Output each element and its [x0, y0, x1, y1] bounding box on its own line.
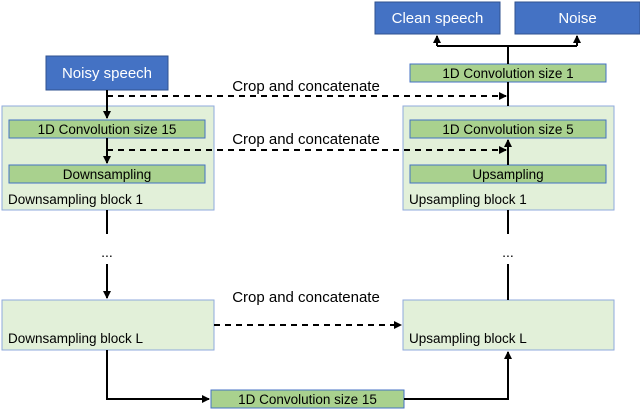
downsampling-label: Downsampling	[63, 167, 152, 182]
decoder-conv-label: 1D Convolution size 5	[442, 122, 573, 137]
skip-label-top: Crop and concatenate	[232, 78, 380, 95]
downsampling-box	[8, 164, 206, 184]
clean-speech-label: Clean speech	[392, 10, 484, 27]
upsampling-block-1-label: Upsampling block 1	[409, 192, 527, 207]
encoder-to-bottleneck-arrow	[106, 350, 210, 403]
downsampling-block-L	[1, 299, 215, 351]
skip-label-bottom: Crop and concatenate	[232, 289, 380, 306]
noise-label: Noise	[558, 10, 596, 27]
bottleneck-conv-label: 1D Convolution size 15	[238, 392, 377, 407]
decoder-conv-box	[409, 119, 607, 139]
clean-speech-box	[374, 1, 501, 35]
downsampling-block-L-label: Downsampling block L	[8, 331, 144, 346]
bottleneck-to-decoder-arrow	[404, 351, 512, 400]
upsampling-block-L	[402, 299, 615, 351]
decoder-ellipsis: ...	[502, 244, 514, 260]
output-conv-label: 1D Convolution size 1	[442, 66, 573, 81]
noise-box	[514, 1, 640, 35]
noisy-speech-label: Noisy speech	[62, 65, 152, 82]
upsampling-label: Upsampling	[472, 167, 543, 182]
downsampling-block-1-label: Downsampling block 1	[8, 192, 143, 207]
upsampling-block-L-label: Upsampling block L	[409, 331, 527, 346]
encoder-ellipsis: ...	[101, 244, 113, 260]
encoder-conv-label: 1D Convolution size 15	[38, 122, 177, 137]
skip-label-middle: Crop and concatenate	[232, 131, 380, 148]
